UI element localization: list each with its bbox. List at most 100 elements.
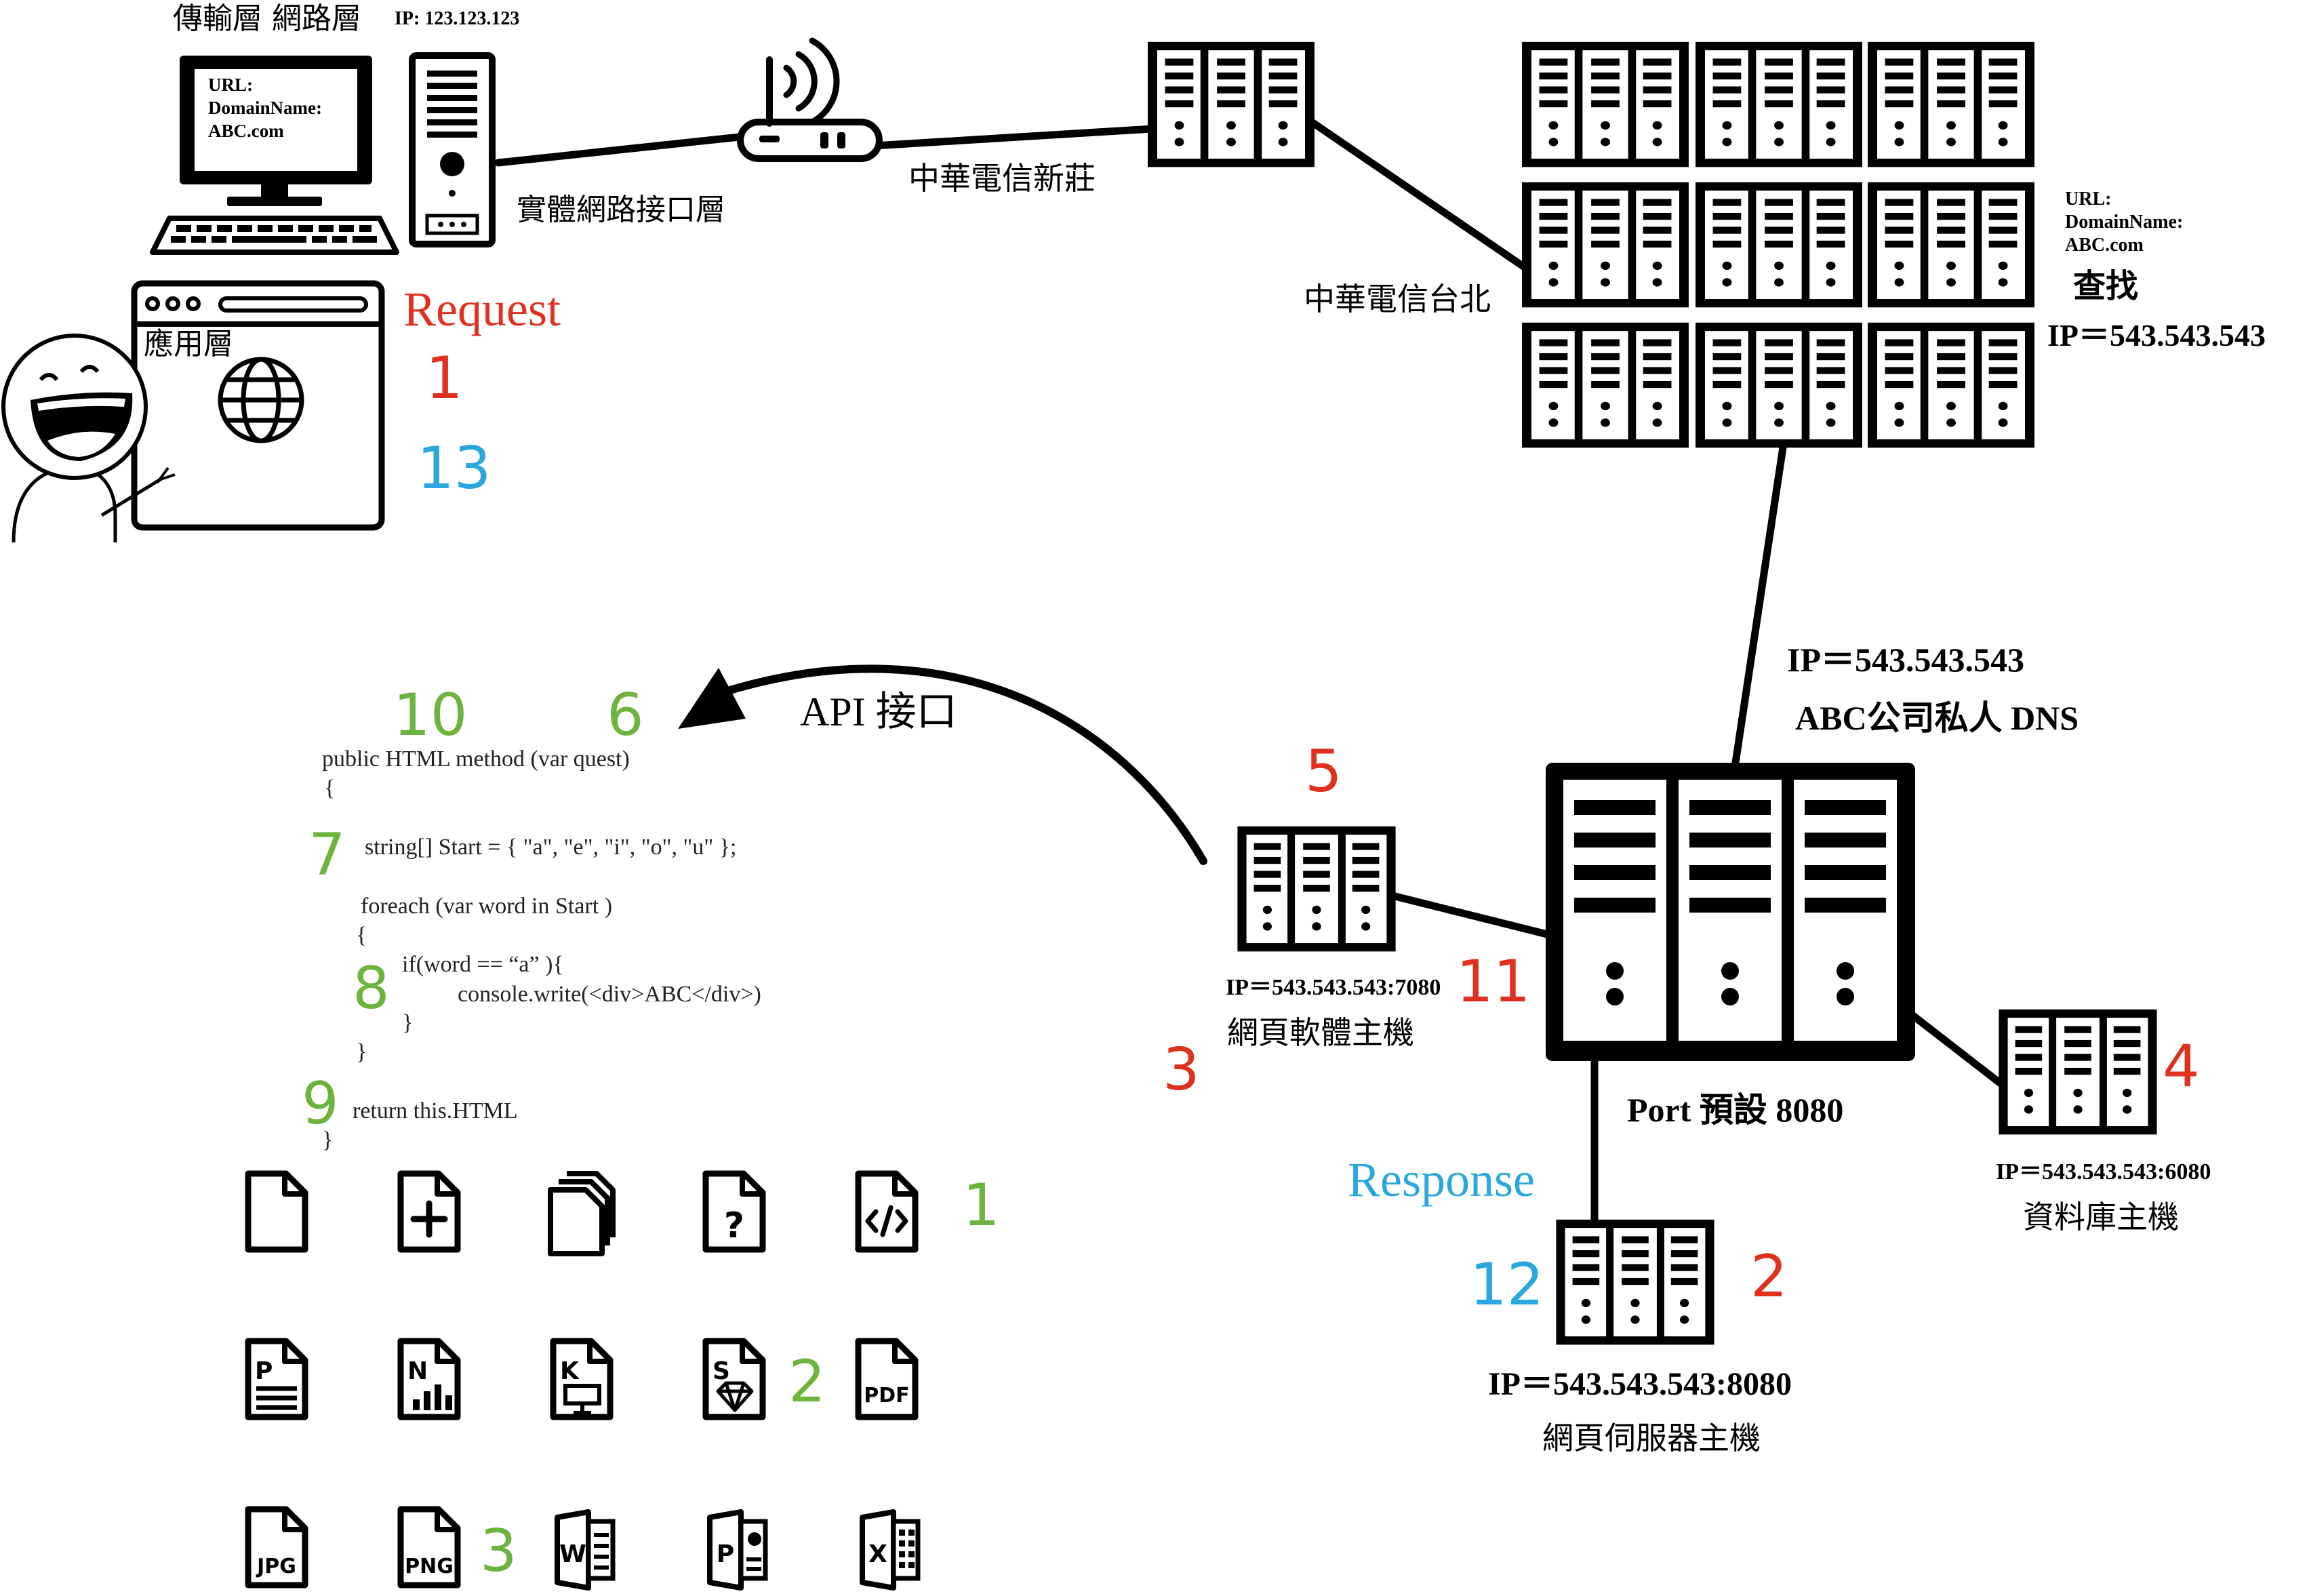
file-jpg-icon: JPG [248, 1509, 305, 1585]
code-line-2: { [324, 776, 336, 801]
step-7: 7 [308, 821, 346, 889]
step-4: 4 [2163, 1033, 2200, 1100]
client-monitor [180, 56, 372, 206]
step-5: 5 [1305, 738, 1342, 805]
dns-lookup-domain: DomainName: [2065, 212, 2184, 233]
web-software-name: 網頁軟體主機 [1227, 1014, 1414, 1051]
step-11: 11 [1456, 948, 1531, 1016]
private-dns-name: ABC公司私人 DNS [1795, 699, 2079, 737]
link-private-db [1906, 1010, 2011, 1092]
file-text-p-icon: P [248, 1341, 305, 1417]
file-group-1: 1 [963, 1172, 1000, 1239]
link-dns-private [1731, 443, 1787, 767]
code-line-6: if(word == “a” ){ [402, 952, 564, 977]
web-software-server-icon [1242, 831, 1391, 947]
keyboard-icon [150, 216, 399, 255]
file-chart-n-icon: N [401, 1341, 458, 1417]
web-server-ip: IP＝543.543.543:8080 [1488, 1366, 1792, 1402]
step-10: 10 [393, 681, 468, 749]
isp-taipei-label: 中華電信台北 [1304, 281, 1491, 317]
response-label: Response [1348, 1153, 1535, 1207]
file-add-icon [401, 1174, 458, 1250]
svg-text:W: W [559, 1540, 586, 1568]
physical-layer-label: 實體網路接口層 [517, 193, 725, 227]
code-line-5: { [356, 923, 367, 948]
svg-text:S: S [713, 1357, 730, 1385]
code-line-1: public HTML method (var quest) [322, 746, 630, 772]
link-websoftware-private [1386, 891, 1551, 938]
link-router-xinzhuang [870, 125, 1157, 150]
file-powerpoint-icon: P [707, 1509, 768, 1591]
database-server-icon [2003, 1014, 2152, 1130]
isp-xinzhuang-label: 中華電信新莊 [908, 160, 1096, 197]
wifi-router-icon [737, 37, 883, 162]
svg-text:?: ? [724, 1205, 744, 1246]
dns-lookup-action: 查找 [2073, 267, 2139, 305]
dns-lookup-url: URL: [2065, 188, 2112, 210]
file-word-icon: W [555, 1509, 616, 1591]
file-group-2: 2 [788, 1348, 826, 1416]
code-line-4: foreach (var word in Start ) [361, 894, 613, 919]
step-13: 13 [417, 435, 492, 502]
private-dns-ip: IP＝543.543.543 [1787, 641, 2024, 679]
file-png-icon: PNG [401, 1509, 458, 1585]
svg-text:N: N [407, 1357, 428, 1385]
db-ip: IP＝543.543.543:6080 [1996, 1159, 2211, 1184]
web-software-ip: IP＝543.543.543:7080 [1226, 975, 1441, 1000]
code-line-11: } [322, 1128, 334, 1153]
files-copy-icon [548, 1171, 616, 1256]
file-pdf-icon: PDF [858, 1341, 915, 1417]
step-3: 3 [1163, 1036, 1200, 1104]
step-6: 6 [607, 681, 644, 749]
svg-text:PNG: PNG [405, 1555, 454, 1578]
dns-lookup-ip: IP＝543.543.543 [2047, 318, 2266, 353]
link-client-router [494, 132, 757, 167]
dns-lookup-abc: ABC.com [2065, 235, 2144, 256]
file-sketch-icon: S [706, 1341, 763, 1417]
laughing-person-icon [1, 334, 176, 543]
step-8: 8 [353, 955, 390, 1022]
web-server-name: 網頁伺服器主機 [1542, 1420, 1761, 1456]
client-layer-label: 傳輸層 網路層 [173, 1, 361, 36]
client-ip: IP: 123.123.123 [395, 8, 520, 29]
api-label: API 接口 [800, 690, 957, 734]
private-dns-port: Port 預設 8080 [1627, 1091, 1844, 1129]
file-keynote-icon: K [553, 1341, 610, 1417]
code-line-8: } [402, 1010, 414, 1035]
svg-text:P: P [255, 1357, 273, 1385]
browser-window-icon [131, 280, 385, 531]
code-line-7: console.write(<div>ABC</div>) [458, 982, 761, 1007]
client-screen-url: URL: [208, 75, 253, 95]
client-screen-abc: ABC.com [208, 121, 284, 141]
step-2: 2 [1750, 1243, 1788, 1311]
file-group-3: 3 [480, 1517, 517, 1585]
file-code-icon [858, 1174, 915, 1250]
svg-text:JPG: JPG [256, 1555, 296, 1578]
file-question-icon: ? [706, 1174, 763, 1250]
taipei-datacenter-icon [1527, 46, 2030, 443]
code-line-10: return this.HTML [353, 1098, 518, 1123]
svg-text:K: K [560, 1357, 580, 1385]
xinzhuang-server-icon [1152, 46, 1310, 163]
api-arrow [678, 664, 1207, 865]
svg-text:PDF: PDF [864, 1384, 909, 1408]
link-xinzhuang-taipei [1308, 118, 1529, 272]
globe-icon [218, 357, 304, 443]
svg-text:P: P [717, 1540, 734, 1568]
app-layer-label: 應用層 [144, 327, 233, 361]
file-icon [248, 1174, 305, 1250]
private-dns-server-icon [1546, 763, 1915, 1061]
step-12: 12 [1470, 1251, 1544, 1319]
svg-text:X: X [868, 1540, 887, 1568]
client-screen-domain: DomainName: [208, 98, 322, 118]
step-9: 9 [302, 1070, 339, 1138]
db-name: 資料庫主機 [2023, 1199, 2179, 1235]
code-line-3: string[] Start = { "a", "e", "i", "o", "… [365, 835, 737, 860]
web-server-icon [1561, 1224, 1710, 1340]
network-links [494, 118, 2011, 1228]
file-icon-grid: ? P N K S PDF JPG PNG W [248, 1171, 921, 1591]
request-label: Request [403, 282, 561, 336]
step-1: 1 [426, 344, 463, 412]
tower-pc-icon [409, 52, 496, 247]
